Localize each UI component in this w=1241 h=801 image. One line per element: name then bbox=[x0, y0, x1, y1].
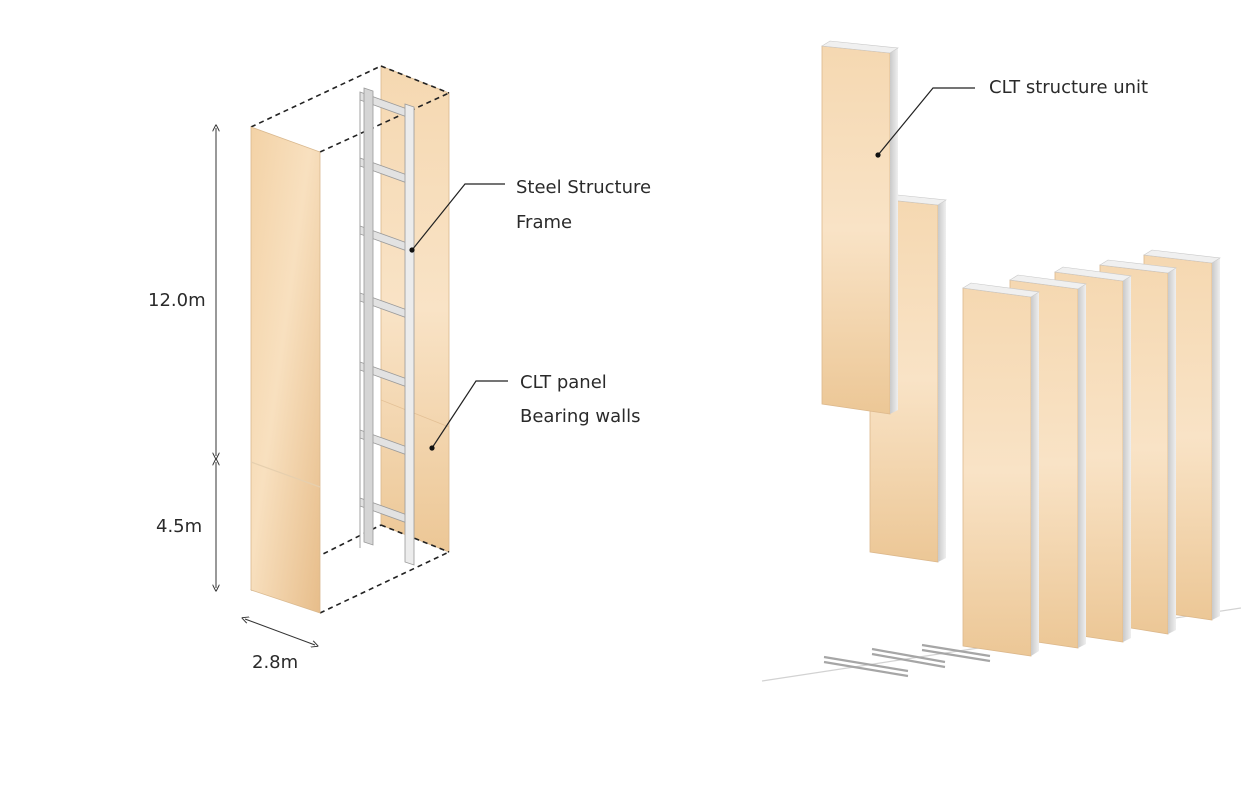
clt-unit-label: CLT structure unit bbox=[989, 77, 1148, 98]
width-dimension bbox=[245, 619, 315, 645]
leader-steel-frame bbox=[409, 183, 505, 253]
height-lower-label: 4.5m bbox=[156, 516, 202, 537]
clt-units-right: CLT structure unit bbox=[761, 40, 1241, 682]
steel-frame-label-2: Frame bbox=[516, 212, 572, 233]
width-label: 2.8m bbox=[252, 652, 298, 673]
steel-base-rails bbox=[823, 643, 991, 678]
steel-frame-label-1: Steel Structure bbox=[516, 177, 651, 198]
clt-wall-front bbox=[250, 126, 321, 614]
clt-panel-label-1: CLT panel bbox=[520, 372, 607, 393]
leader-clt-unit bbox=[875, 87, 975, 158]
clt-panel-label-2: Bearing walls bbox=[520, 406, 641, 427]
steel-structure-frame bbox=[359, 87, 415, 566]
module-left: 12.0m 4.5m 2.8m Steel Structure Frame CL… bbox=[148, 65, 651, 673]
height-upper-label: 12.0m bbox=[148, 290, 206, 311]
clt-panel-unit-1 bbox=[962, 282, 1040, 657]
clt-panel-floating-upper bbox=[821, 40, 899, 415]
leader-clt-panel bbox=[429, 380, 508, 451]
